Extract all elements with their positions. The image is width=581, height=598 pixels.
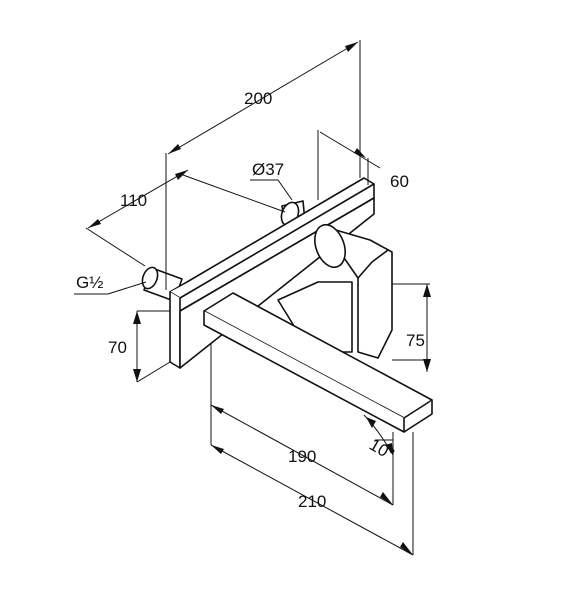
label-handle-projection: 60 <box>390 172 409 191</box>
faucet-body <box>141 177 433 433</box>
label-lever-height: 75 <box>406 331 425 350</box>
label-overall-reach: 210 <box>298 492 326 511</box>
label-rosette-diameter: Ø37 <box>252 160 284 179</box>
label-pipe-height: 70 <box>108 338 127 357</box>
label-pipe-offset: 110 <box>120 191 147 210</box>
label-thread: G½ <box>76 273 103 292</box>
label-spout-reach: 190 <box>288 447 316 466</box>
spout <box>203 292 433 433</box>
label-overall-depth: 200 <box>244 89 272 108</box>
lever-handle <box>314 223 393 359</box>
dimension-lines <box>74 41 431 556</box>
